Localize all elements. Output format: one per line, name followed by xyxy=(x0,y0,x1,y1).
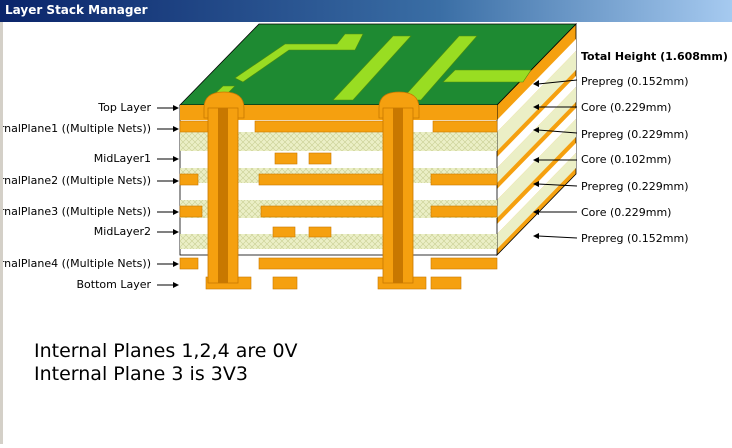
right-label-prepreg-4: Prepreg (0.152mm) xyxy=(581,232,689,245)
note: Internal Planes 1,2,4 are 0V Internal Pl… xyxy=(34,340,298,385)
left-label-internal-plane4: ernalPlane4 ((Multiple Nets)) xyxy=(3,257,151,270)
left-arrows xyxy=(157,105,179,288)
left-label-midlayer1: MidLayer1 xyxy=(94,152,151,165)
right-label-core-3: Core (0.229mm) xyxy=(581,206,671,219)
right-label-prepreg-3: Prepreg (0.229mm) xyxy=(581,180,689,193)
left-label-internal-plane2: ernalPlane2 ((Multiple Nets)) xyxy=(3,174,151,187)
left-label-top-layer: Top Layer xyxy=(97,101,151,114)
total-height-label: Total Height (1.608mm) xyxy=(581,50,728,63)
stack-view: Top Layer ernalPlane1 ((Multiple Nets)) … xyxy=(0,22,732,444)
note-line-2: Internal Plane 3 is 3V3 xyxy=(34,363,248,385)
right-arrows xyxy=(533,79,578,239)
layer-stack-diagram: Top Layer ernalPlane1 ((Multiple Nets)) … xyxy=(0,23,728,385)
window-title: Layer Stack Manager xyxy=(5,3,148,17)
right-label-core-1: Core (0.229mm) xyxy=(581,101,671,114)
left-layer-labels: Top Layer ernalPlane1 ((Multiple Nets)) … xyxy=(0,101,151,291)
right-label-prepreg-2: Prepreg (0.229mm) xyxy=(581,128,689,141)
right-layer-labels: Total Height (1.608mm) Prepreg (0.152mm)… xyxy=(581,50,728,245)
window-frame xyxy=(0,22,3,444)
title-bar: Layer Stack Manager xyxy=(0,0,732,22)
right-label-core-2: Core (0.102mm) xyxy=(581,153,671,166)
left-label-midlayer2: MidLayer2 xyxy=(94,225,151,238)
left-label-bottom-layer: Bottom Layer xyxy=(76,278,151,291)
note-line-1: Internal Planes 1,2,4 are 0V xyxy=(34,340,298,362)
right-label-prepreg-1: Prepreg (0.152mm) xyxy=(581,75,689,88)
via-right xyxy=(378,91,420,284)
left-label-internal-plane1: ernalPlane1 ((Multiple Nets)) xyxy=(3,122,151,135)
left-label-internal-plane3: ernalPlane3 ((Multiple Nets)) xyxy=(3,205,151,218)
via-left xyxy=(203,91,245,284)
